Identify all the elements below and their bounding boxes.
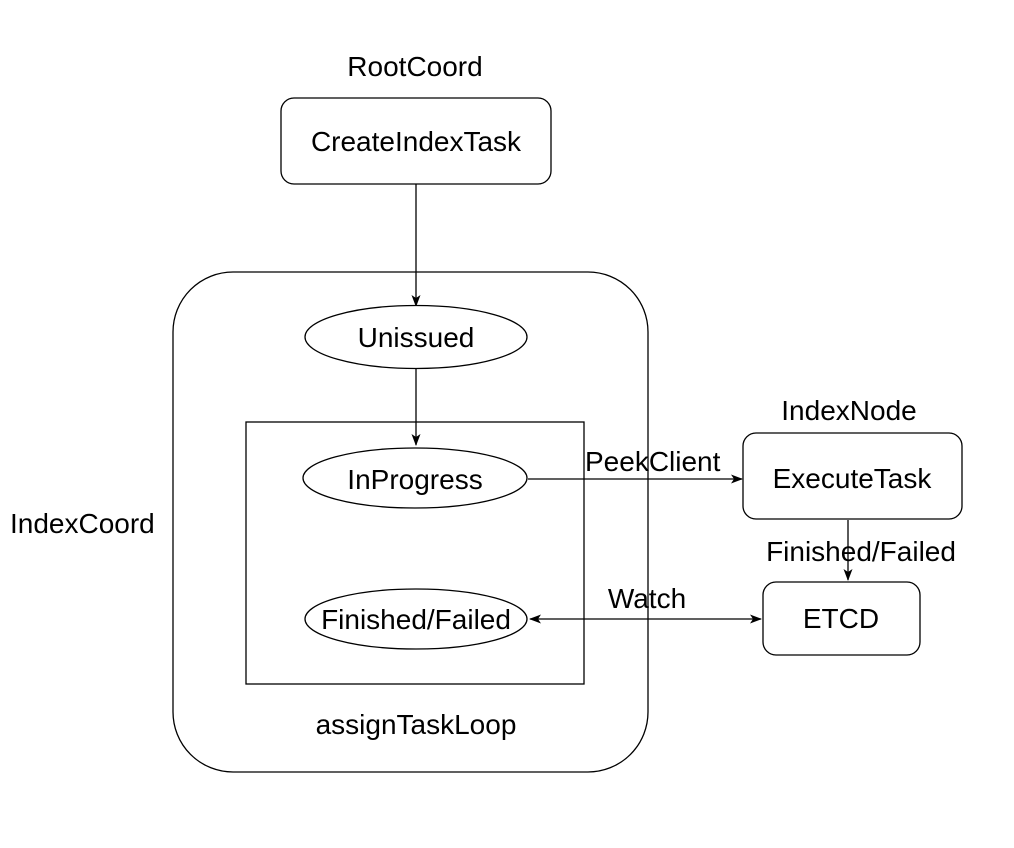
root-coord-group-label: RootCoord [347, 51, 482, 82]
unissued-label: Unissued [358, 322, 475, 353]
assign-task-loop-container [245, 421, 585, 685]
etcd-node [762, 581, 921, 656]
execute-task-node [742, 432, 963, 520]
index-coord-container [172, 271, 649, 773]
finished-failed-edge-label: Finished/Failed [766, 536, 956, 567]
index-node-group-label: IndexNode [781, 395, 916, 426]
unissued-state-node [304, 304, 528, 370]
index-coord-container-label: IndexCoord [10, 508, 155, 539]
finished-failed-state-node [304, 588, 528, 650]
assign-task-loop-label: assignTaskLoop [316, 709, 517, 740]
create-index-task-node [280, 97, 552, 185]
peek-client-edge-label: PeekClient [585, 446, 721, 477]
etcd-label: ETCD [803, 603, 879, 634]
watch-edge-label: Watch [608, 583, 686, 614]
in-progress-label: InProgress [347, 464, 482, 495]
finished-failed-state-label: Finished/Failed [321, 604, 511, 635]
create-index-task-label: CreateIndexTask [311, 126, 522, 157]
execute-task-label: ExecuteTask [773, 463, 933, 494]
in-progress-state-node [302, 447, 528, 509]
